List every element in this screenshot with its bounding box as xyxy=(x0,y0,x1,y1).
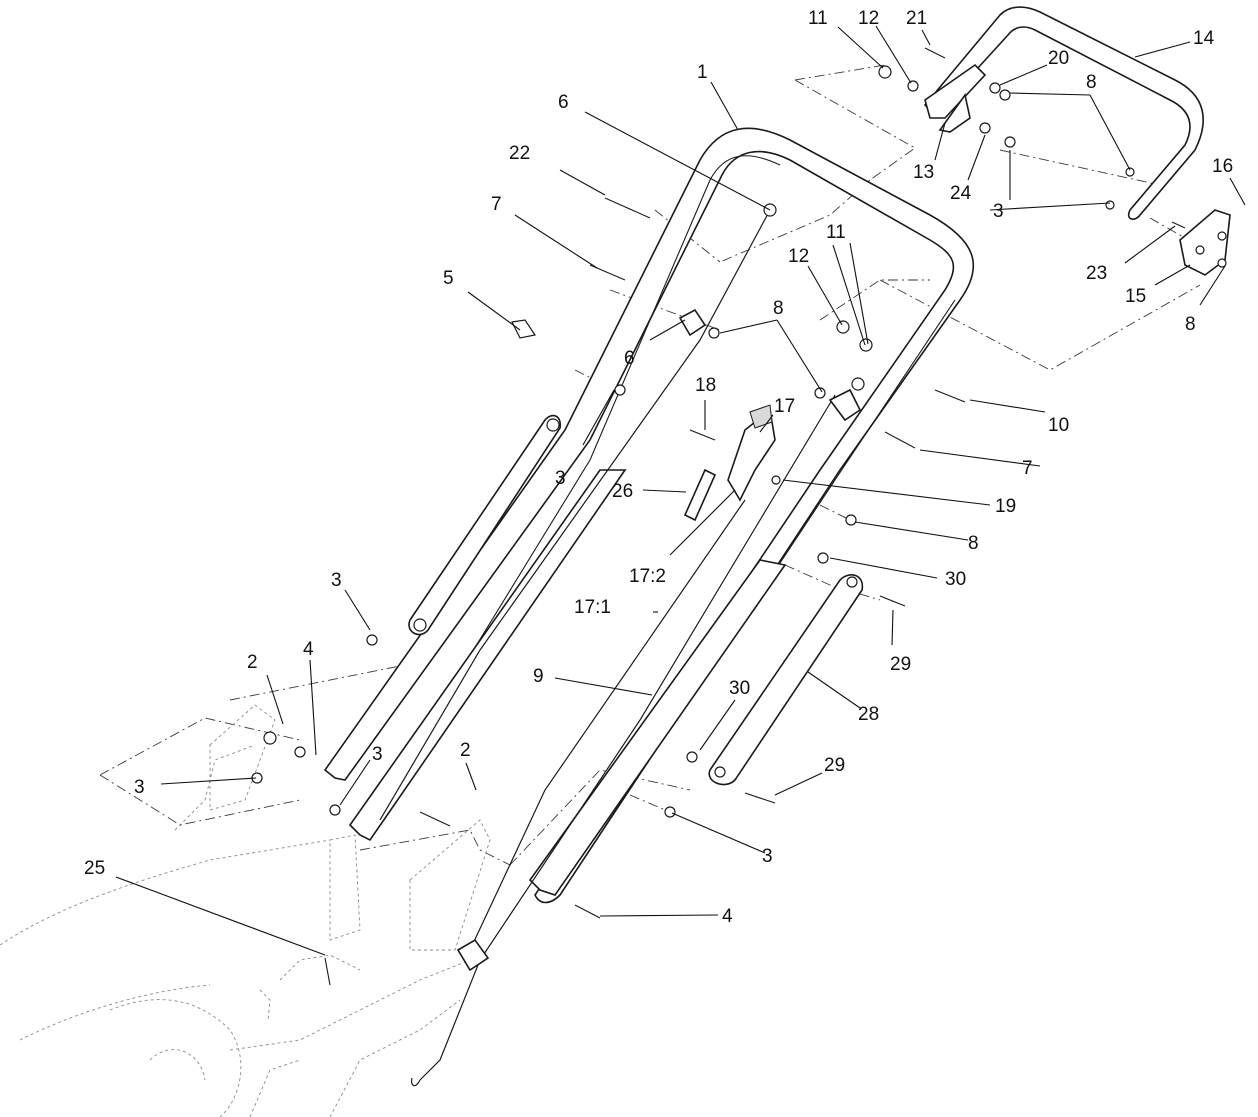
callout-3: 3 xyxy=(993,201,1004,222)
callout-8: 8 xyxy=(968,533,979,554)
callout-21: 21 xyxy=(906,8,927,29)
leader-lines xyxy=(115,25,1246,956)
callout-12: 12 xyxy=(858,8,879,29)
callout-3: 3 xyxy=(134,777,145,798)
callout-12: 12 xyxy=(788,246,809,267)
callout-24: 24 xyxy=(950,183,972,204)
callout-1: 1 xyxy=(697,62,708,83)
callout-6: 6 xyxy=(624,348,635,369)
callout-11: 11 xyxy=(826,222,846,243)
callout-29: 29 xyxy=(824,755,845,776)
callout-3: 3 xyxy=(555,468,566,489)
callout-labels: 1 2 2 3 3 3 3 3 3 4 4 5 6 6 7 7 8 8 8 8 … xyxy=(84,8,1233,927)
callout-15: 15 xyxy=(1125,286,1146,307)
callout-29: 29 xyxy=(890,654,911,675)
callout-7: 7 xyxy=(491,194,502,215)
callout-17-1: 17:1 xyxy=(574,597,611,618)
callout-8: 8 xyxy=(1185,314,1196,335)
callout-23: 23 xyxy=(1086,263,1107,284)
callout-10: 10 xyxy=(1048,415,1069,436)
control-lever xyxy=(683,404,776,522)
callout-25: 25 xyxy=(84,858,105,879)
callout-6: 6 xyxy=(558,92,569,113)
callout-13: 13 xyxy=(913,162,934,183)
left-strut xyxy=(408,414,562,636)
callout-20: 20 xyxy=(1048,48,1069,69)
callout-5: 5 xyxy=(443,268,454,289)
callout-3: 3 xyxy=(762,846,773,867)
callout-17-2: 17:2 xyxy=(629,566,666,587)
main-handle xyxy=(323,127,975,904)
callout-8: 8 xyxy=(1086,72,1097,93)
callout-2: 2 xyxy=(460,740,471,761)
callout-17: 17 xyxy=(774,396,795,417)
upper-grip-bail xyxy=(923,6,1204,220)
callout-22: 22 xyxy=(509,143,530,164)
mower-deck-outline xyxy=(0,744,471,1117)
fasteners xyxy=(251,47,1227,986)
callout-28: 28 xyxy=(858,704,879,725)
control-cables xyxy=(379,203,865,1087)
callout-2: 2 xyxy=(247,652,258,673)
callout-26: 26 xyxy=(612,481,633,502)
callout-18: 18 xyxy=(695,375,716,396)
callout-16: 16 xyxy=(1212,156,1233,177)
callout-9: 9 xyxy=(533,666,544,687)
handle-brace xyxy=(708,574,864,786)
mounting-plates xyxy=(209,704,491,951)
callout-3: 3 xyxy=(372,744,383,765)
callout-8: 8 xyxy=(773,298,784,319)
callout-4: 4 xyxy=(722,906,733,927)
callout-4: 4 xyxy=(303,639,314,660)
callout-11: 11 xyxy=(808,8,828,29)
callout-3: 3 xyxy=(331,570,342,591)
callout-14: 14 xyxy=(1193,28,1215,49)
callout-7: 7 xyxy=(1022,458,1033,479)
callout-30: 30 xyxy=(729,678,750,699)
callout-30: 30 xyxy=(945,569,966,590)
cable-clamps xyxy=(678,308,862,422)
callout-19: 19 xyxy=(995,496,1016,517)
